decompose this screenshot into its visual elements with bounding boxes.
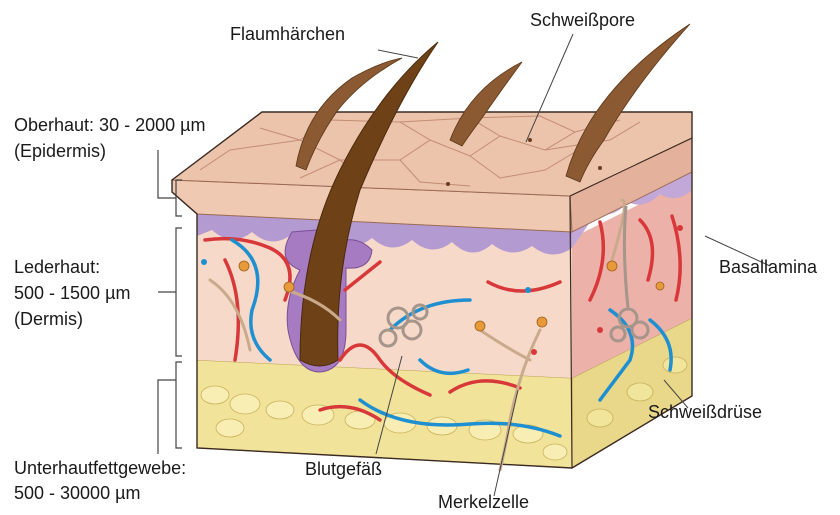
label-hypodermis-1: Unterhautfettgewebe:: [14, 458, 186, 478]
label-epidermis-2: (Epidermis): [14, 141, 106, 161]
label-epidermis-1: Oberhaut: 30 - 2000 µm: [14, 115, 205, 135]
label-dermis-2: 500 - 1500 µm: [14, 283, 130, 303]
label-dermis-1: Lederhaut:: [14, 257, 100, 277]
bracket-dermis: [158, 228, 182, 356]
skin-block-illustration: [172, 24, 692, 470]
label-hypodermis-2: 500 - 30000 µm: [14, 483, 140, 503]
label-blood-vessel: Blutgefäß: [305, 459, 382, 479]
bracket-hypodermis: [158, 362, 182, 454]
label-sweat-gland: Schweißdrüse: [648, 402, 762, 422]
label-merkel-cell: Merkelzelle: [438, 492, 529, 512]
label-dermis-3: (Dermis): [14, 309, 83, 329]
label-sweat-pore: Schweißpore: [530, 10, 635, 30]
label-hair: Flaumhärchen: [230, 24, 345, 44]
label-basal-lamina: Basallamina: [719, 257, 818, 277]
